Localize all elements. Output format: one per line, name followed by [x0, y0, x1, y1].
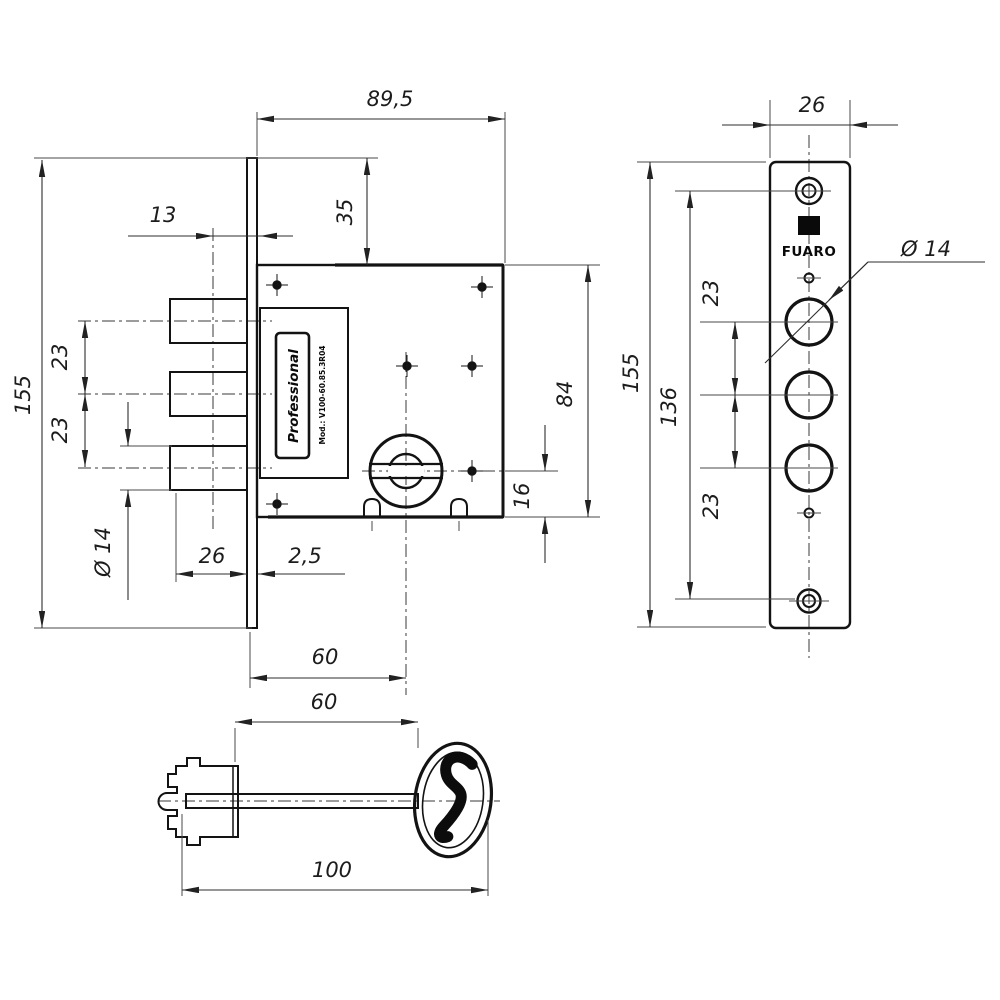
screw-cross-marks — [266, 274, 493, 515]
model-text: Mod.: V100-60.85.3R04 — [318, 345, 327, 444]
screw-cross-mark — [461, 460, 483, 482]
key-bow-swirl-cutout — [434, 751, 478, 844]
brand-logo-square — [798, 216, 820, 235]
key-bow-outline — [412, 741, 494, 859]
screw-hole-top — [787, 176, 831, 206]
pilot-hole-top — [797, 272, 821, 284]
screw-cross-mark — [266, 493, 288, 515]
dim-bolt-pitch-lower: 23 — [48, 417, 72, 444]
brand-text: FUARO — [782, 244, 837, 260]
fixing-tab-left — [363, 497, 381, 517]
key-bit — [157, 757, 239, 846]
professional-badge — [274, 331, 311, 460]
dim-screw-pitch: 136 — [657, 387, 681, 427]
dim-overall-depth: 89,5 — [367, 87, 414, 111]
bolt-hole-1 — [780, 297, 838, 347]
dim-backset: 60 — [312, 645, 339, 669]
bolt-hole-3 — [780, 443, 838, 493]
dim-side-plate-width: 26 — [799, 93, 826, 117]
label-plate — [259, 307, 349, 479]
key-dimensions: 60 100 — [181, 690, 489, 896]
screw-cross-mark — [396, 355, 418, 377]
dim-bolt-diameter: Ø 14 — [91, 527, 115, 578]
dim-hole-pitch-lower: 23 — [699, 493, 723, 520]
fixing-tab-right — [450, 497, 468, 517]
key-shaft — [185, 793, 419, 809]
dim-hole-diameter: Ø 14 — [900, 237, 951, 261]
dim-key-axis-to-bottom: 16 — [510, 483, 534, 510]
key-view — [157, 741, 500, 859]
pilot-hole-bottom — [797, 507, 821, 519]
bolt-hole-2 — [780, 370, 838, 420]
screw-cross-mark — [461, 355, 483, 377]
dim-top-to-body: 35 — [333, 199, 357, 226]
bolt-1 — [169, 298, 248, 344]
dim-body-height: 84 — [553, 381, 577, 408]
dim-bit-to-bow: 60 — [311, 690, 338, 714]
faceplate-edge — [246, 157, 258, 629]
dim-side-plate-height: 155 — [619, 353, 643, 393]
side-view-dimensions: 26 155 136 23 23 Ø 14 — [619, 93, 985, 628]
dim-bolt-axis-offset: 13 — [150, 203, 177, 227]
front-view: Professional Mod.: V100-60.85.3R04 — [78, 157, 515, 695]
screw-cross-mark — [266, 274, 288, 296]
bolt-3 — [169, 445, 248, 491]
bolt-2 — [169, 371, 248, 417]
keyhole-slot-mask — [388, 466, 424, 476]
key-bow — [412, 741, 494, 859]
dim-hole-pitch-upper: 23 — [699, 280, 723, 307]
dim-bolt-pitch-upper: 23 — [48, 344, 72, 371]
front-view-dimensions: 89,5 35 13 155 23 23 Ø 14 26 2,5 84 16 6… — [11, 87, 600, 688]
dim-key-length: 100 — [312, 858, 352, 882]
dim-plate-height: 155 — [11, 375, 35, 415]
keyhole-cylinder — [368, 433, 444, 509]
screw-cross-mark — [471, 276, 493, 298]
professional-badge-text: Professional — [286, 349, 302, 443]
leader-hole-dia-arrow — [828, 261, 869, 301]
screw-hole-bottom — [789, 588, 829, 614]
dim-bolt-protrusion: 26 — [199, 544, 226, 568]
dim-plate-thickness: 2,5 — [288, 544, 321, 568]
side-view: FUARO — [768, 135, 852, 658]
